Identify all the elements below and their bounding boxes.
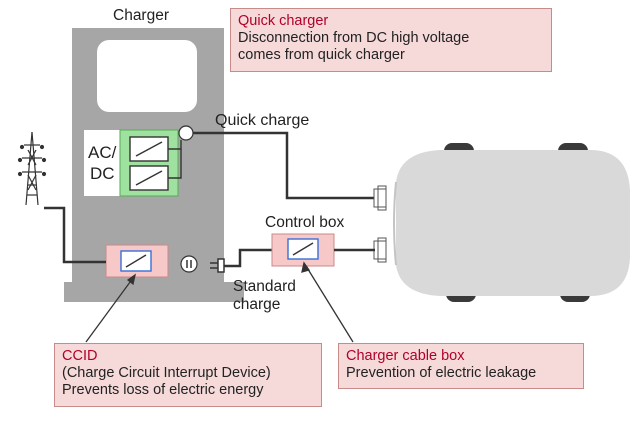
standard-charge-cable	[224, 248, 272, 268]
quick-charger-callout-line-1: Disconnection from DC high voltage	[238, 30, 470, 46]
standard-charge-port-icon	[373, 237, 387, 263]
charger-cable-box-callout-title: Charger cable box	[346, 348, 465, 364]
charger-label: Charger	[113, 7, 169, 24]
grid-wire	[44, 206, 106, 264]
ac-label: AC/	[88, 143, 117, 162]
charger-screen	[97, 40, 197, 112]
dc-label: DC	[90, 164, 115, 183]
quick-charge-label: Quick charge	[215, 112, 310, 129]
control-box-leader-line	[305, 265, 354, 343]
quick-charger-callout-title: Quick charger	[238, 13, 329, 29]
quick-charger-callout: Quick charger Disconnection from DC high…	[230, 8, 552, 72]
control-box-label: Control box	[265, 214, 345, 231]
standard-charge-label-line1: Standard	[233, 278, 296, 295]
standard-outlet	[180, 255, 198, 273]
quick-charge-cable	[193, 131, 375, 200]
quick-charge-connector	[178, 125, 194, 141]
ccid-callout-line-1: (Charge Circuit Interrupt Device)	[62, 365, 271, 381]
quick-charge-port-icon	[373, 185, 387, 211]
ccid-callout-title: CCID	[62, 348, 98, 364]
ccid-callout: CCID (Charge Circuit Interrupt Device) P…	[54, 343, 322, 407]
charger-cable-box-callout-line-1: Prevention of electric leakage	[346, 365, 537, 381]
ccid-callout-line-2: Prevents loss of electric energy	[62, 382, 264, 398]
power-tower-icon	[17, 131, 47, 206]
charger-cable-box-callout: Charger cable box Prevention of electric…	[338, 343, 584, 389]
standard-charge-label-line2: charge	[233, 296, 281, 313]
ac-dc-panel	[84, 130, 120, 196]
quick-charger-callout-line-2: comes from quick charger	[238, 47, 405, 63]
ccid-leader-line	[85, 277, 134, 343]
electric-car	[393, 143, 630, 302]
